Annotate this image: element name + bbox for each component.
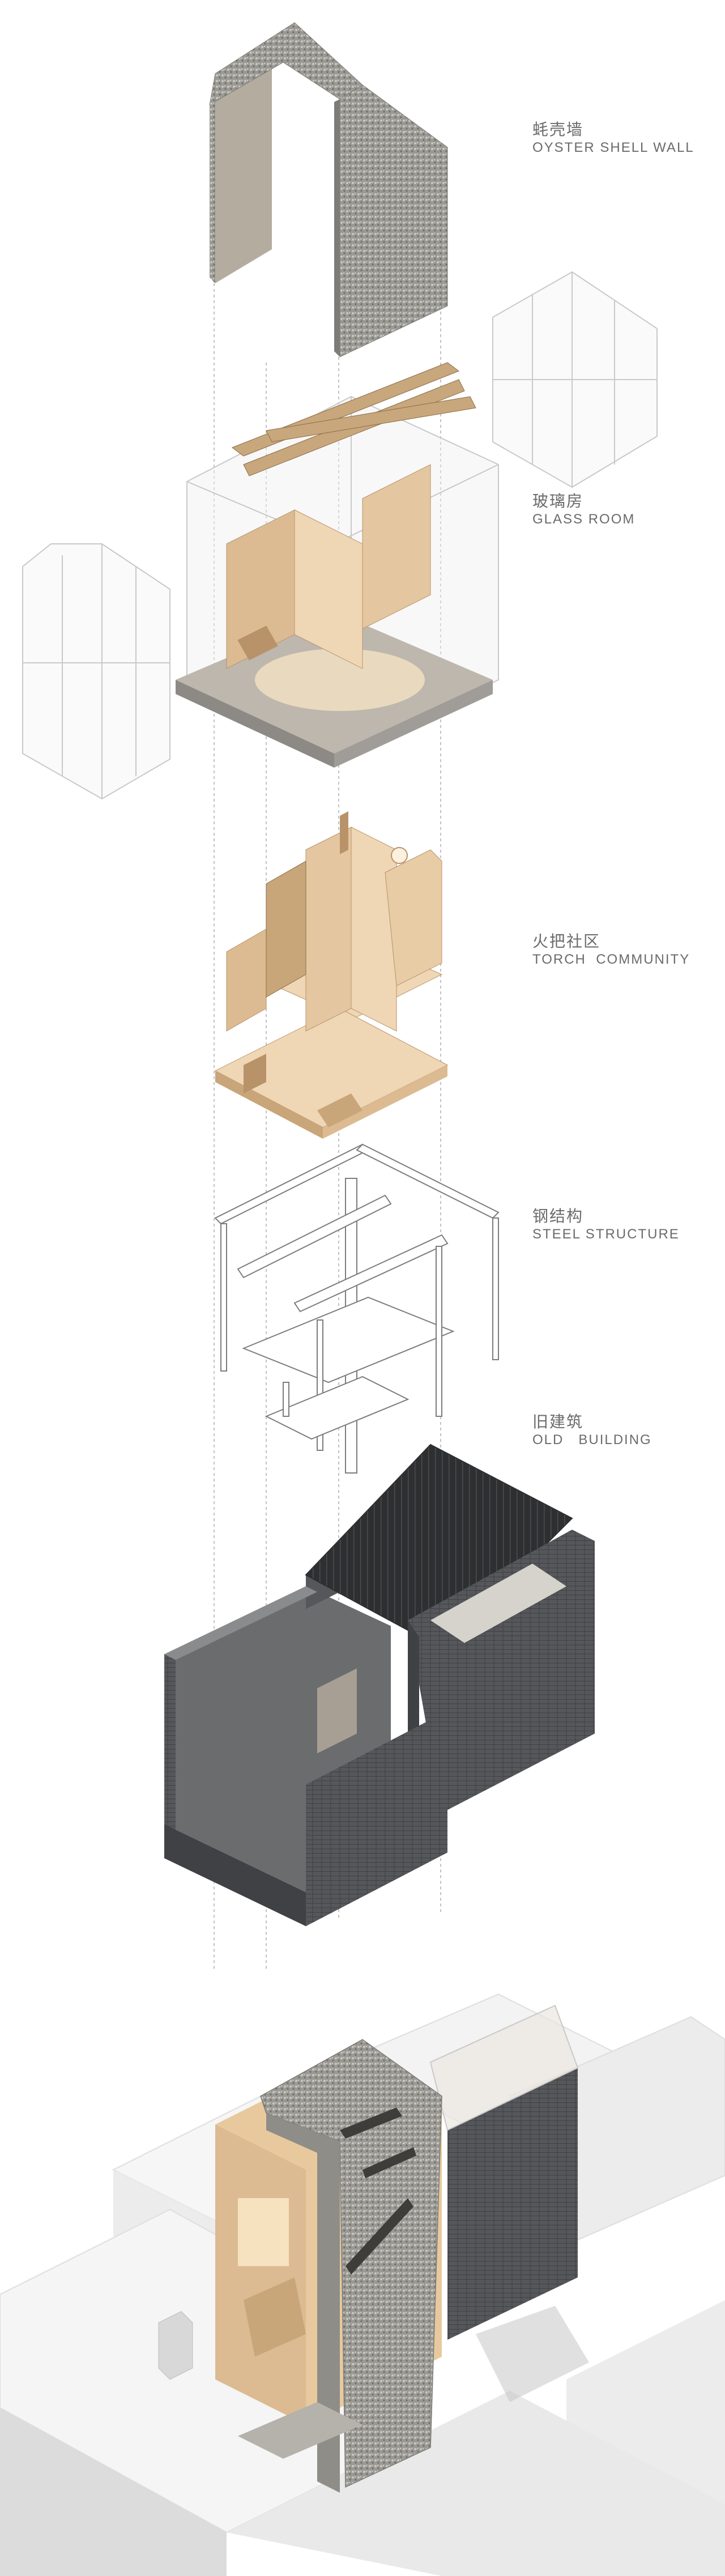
- old-building: [164, 1444, 595, 1926]
- layer-label-zh: 钢结构: [532, 1207, 584, 1225]
- glass-room-roof-beams: [231, 362, 476, 476]
- layer-label-torch-community: 火把社区 TORCH COMMUNITY: [532, 932, 690, 968]
- layer-label-zh: 火把社区: [532, 933, 601, 950]
- glass-house-left: [22, 543, 170, 800]
- assembled-render: [0, 1993, 725, 2576]
- layer-label-en: TORCH COMMUNITY: [532, 952, 690, 967]
- glass-room-interior-stairs: [226, 464, 431, 669]
- glass-room: [22, 271, 658, 800]
- layer-label-glass-room: 玻璃房 GLASS ROOM: [532, 492, 635, 528]
- layer-label-zh: 蚝壳墙: [532, 121, 584, 138]
- layer-label-oyster-shell-wall: 蚝壳墙 OYSTER SHELL WALL: [532, 120, 694, 156]
- steel-structure: [214, 1143, 500, 1474]
- torch-community: [214, 811, 449, 1139]
- glass-house-right: [492, 271, 658, 488]
- layer-label-old-building: 旧建筑 OLD BUILDING: [532, 1412, 652, 1449]
- layer-label-steel-structure: 钢结构 STEEL STRUCTURE: [532, 1207, 680, 1243]
- oyster-shell-wall: [209, 22, 448, 357]
- layer-label-en: GLASS ROOM: [532, 512, 636, 527]
- layer-label-zh: 玻璃房: [532, 492, 584, 510]
- layer-label-en: OLD BUILDING: [532, 1432, 652, 1447]
- layer-label-en: OYSTER SHELL WALL: [532, 140, 694, 155]
- layer-label-zh: 旧建筑: [532, 1413, 584, 1430]
- layer-label-en: STEEL STRUCTURE: [532, 1227, 680, 1242]
